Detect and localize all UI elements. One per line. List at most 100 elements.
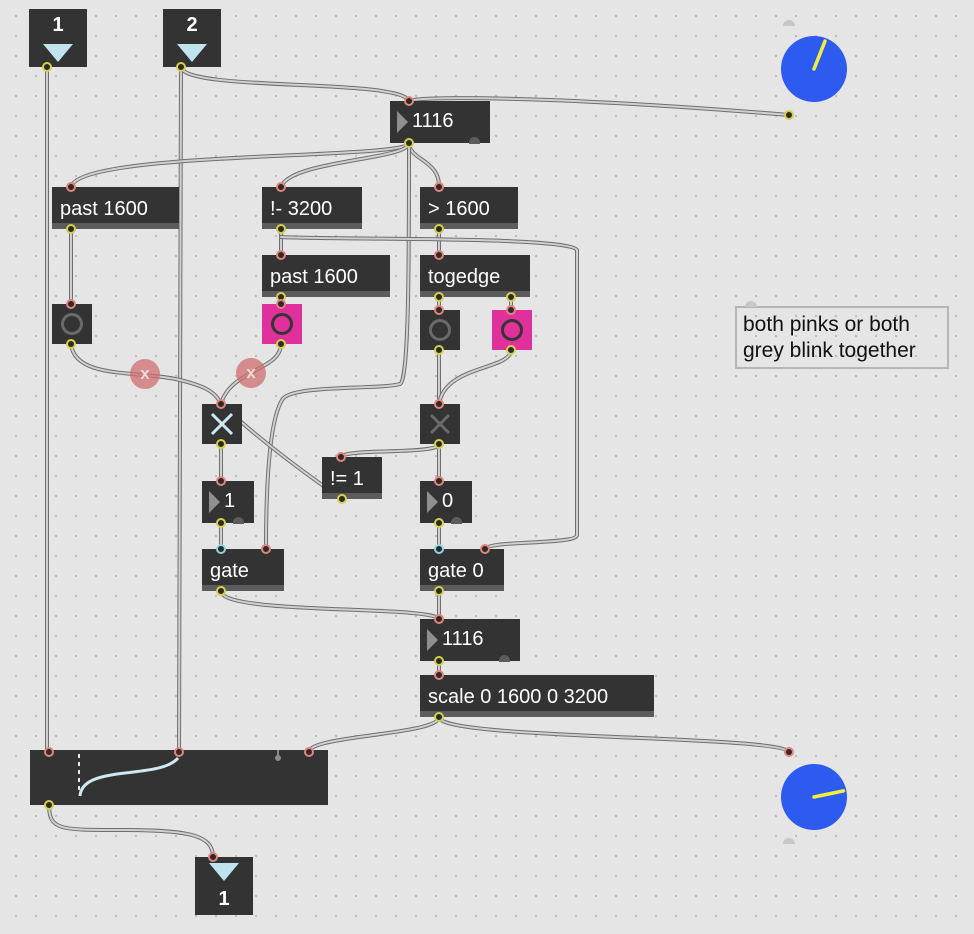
outlet-port[interactable]: [506, 292, 516, 302]
outlet-port[interactable]: [216, 439, 226, 449]
outlet-port[interactable]: [434, 656, 444, 666]
inlet-port[interactable]: [336, 452, 346, 462]
dial-bottom[interactable]: [781, 764, 847, 830]
outlet-port[interactable]: [434, 439, 444, 449]
patch-cord-highlight: [340, 443, 440, 458]
toggle-left[interactable]: [202, 404, 242, 444]
inlet-port[interactable]: [434, 670, 444, 680]
led-grey-right[interactable]: [420, 310, 460, 350]
dial-icon: [812, 789, 846, 799]
outlet-port[interactable]: [434, 224, 444, 234]
inlet-port[interactable]: [44, 747, 54, 757]
object-bar: [262, 291, 390, 297]
patch-cord[interactable]: [219, 589, 441, 621]
object-scale[interactable]: scale 0 1600 0 3200: [420, 675, 654, 717]
led-icon: [429, 319, 451, 341]
patch-cord[interactable]: [437, 348, 513, 406]
object-past-mid[interactable]: past 1600: [262, 255, 390, 297]
outlet-port[interactable]: [44, 800, 54, 810]
patch-cord[interactable]: [47, 803, 215, 859]
object-not-equal-1[interactable]: != 1: [322, 457, 382, 499]
patch-cord[interactable]: [179, 65, 411, 103]
patch-cord[interactable]: [177, 65, 183, 754]
outlet-port[interactable]: [216, 586, 226, 596]
outlet-port[interactable]: [66, 339, 76, 349]
inlet-port[interactable]: [434, 182, 444, 192]
patch-cord[interactable]: [307, 715, 441, 754]
inlet-port[interactable]: [216, 399, 226, 409]
inlet-port[interactable]: [216, 476, 226, 486]
inlet-port[interactable]: [434, 399, 444, 409]
outlet-port[interactable]: [784, 110, 794, 120]
object-togedge[interactable]: togedge: [420, 255, 530, 297]
inlet-port[interactable]: [208, 852, 218, 862]
inlet-port[interactable]: [434, 476, 444, 486]
inlet-port[interactable]: [404, 96, 414, 106]
delete-badge-right[interactable]: x: [236, 358, 266, 388]
number-box-right-zero[interactable]: 0: [420, 481, 472, 524]
inlet-port[interactable]: [66, 182, 76, 192]
dial-top[interactable]: [781, 36, 847, 102]
inlet-port[interactable]: [434, 250, 444, 260]
outlet-port[interactable]: [276, 339, 286, 349]
outlet-port[interactable]: [506, 345, 516, 355]
outlet-1-number: 1: [218, 888, 230, 910]
toggle-x-icon: [210, 412, 234, 436]
inlet-port[interactable]: [434, 544, 444, 554]
number-outlet-indicator: [499, 655, 510, 662]
patch-cord[interactable]: [437, 715, 791, 754]
object-sub-3200[interactable]: !- 3200: [262, 187, 362, 229]
inlet-port[interactable]: [276, 182, 286, 192]
led-grey-left[interactable]: [52, 304, 92, 344]
inlet-port[interactable]: [216, 544, 226, 554]
inlet-port[interactable]: [784, 747, 794, 757]
inlet-port[interactable]: [506, 305, 516, 315]
toggle-right[interactable]: [420, 404, 460, 444]
outlet-port[interactable]: [42, 62, 52, 72]
patch-cord[interactable]: [69, 141, 411, 189]
outlet-port[interactable]: [434, 345, 444, 355]
inlet-port[interactable]: [66, 299, 76, 309]
patch-cord[interactable]: [279, 141, 411, 189]
outlet-port[interactable]: [434, 292, 444, 302]
outlet-port[interactable]: [337, 494, 347, 504]
outlet-port[interactable]: [66, 224, 76, 234]
outlet-port[interactable]: [176, 62, 186, 72]
outlet-port[interactable]: [434, 586, 444, 596]
inlet-1[interactable]: 1: [29, 9, 87, 67]
patch-cord[interactable]: [407, 141, 442, 189]
led-pink-right[interactable]: [492, 310, 532, 350]
inlet-port[interactable]: [480, 544, 490, 554]
number-triangle-icon: [427, 491, 438, 513]
object-past-left[interactable]: past 1600: [52, 187, 179, 229]
inlet-port[interactable]: [261, 544, 271, 554]
outlet-port[interactable]: [404, 138, 414, 148]
matrix-router[interactable]: [30, 750, 328, 805]
inlet-port[interactable]: [304, 747, 314, 757]
object-gate-left[interactable]: gate: [202, 549, 284, 591]
outlet-port[interactable]: [276, 224, 286, 234]
inlet-2[interactable]: 2: [163, 9, 221, 67]
delete-badge-left[interactable]: x: [130, 359, 160, 389]
led-icon: [61, 313, 83, 335]
dial-bottom-grip: [783, 838, 795, 844]
outlet-1[interactable]: 1: [195, 857, 253, 915]
patch-cord[interactable]: [339, 442, 441, 459]
inlet-port[interactable]: [434, 614, 444, 624]
inlet-port[interactable]: [276, 250, 286, 260]
number-box-top[interactable]: 1116: [390, 101, 490, 144]
inlet-port[interactable]: [276, 299, 286, 309]
outlet-port[interactable]: [434, 712, 444, 722]
object-gate-right[interactable]: gate 0: [420, 549, 504, 591]
inlet-port[interactable]: [434, 305, 444, 315]
object-greater-1600[interactable]: > 1600: [420, 187, 518, 229]
inlet-port[interactable]: [174, 747, 184, 757]
number-box-bottom[interactable]: 1116: [420, 619, 520, 662]
number-triangle-icon: [209, 491, 220, 513]
outlet-port[interactable]: [434, 518, 444, 528]
outlet-port[interactable]: [216, 518, 226, 528]
number-box-left-one[interactable]: 1: [202, 481, 254, 524]
patch-cord-highlight: [178, 66, 182, 753]
object-bar: [322, 493, 382, 499]
led-pink-mid[interactable]: [262, 304, 302, 344]
